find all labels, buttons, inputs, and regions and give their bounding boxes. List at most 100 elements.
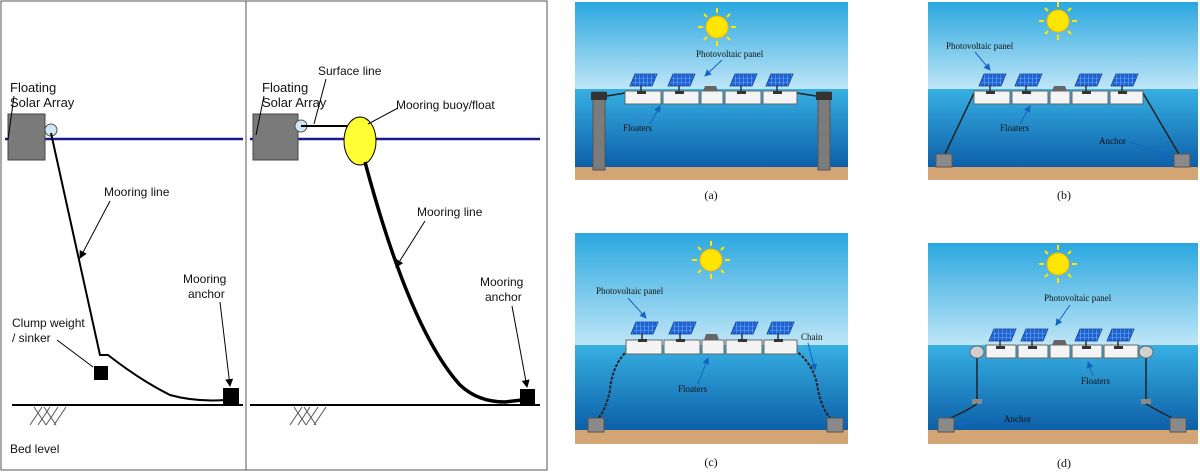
clump-label-b: / sinker bbox=[12, 331, 51, 345]
anchor-block-left-d bbox=[937, 417, 955, 433]
scene-a: Photovoltaic panel Floaters (a) bbox=[575, 2, 848, 202]
tether-left-b bbox=[943, 92, 975, 157]
tether-right-b bbox=[1142, 92, 1181, 157]
pv-panels-b bbox=[978, 73, 1139, 95]
mooring-line-leader-1 bbox=[79, 200, 111, 259]
buoy-label: Mooring buoy/float bbox=[396, 98, 495, 112]
pv-panels-c bbox=[630, 321, 795, 343]
seabed-b bbox=[928, 167, 1198, 180]
anchor-leader-b bbox=[1129, 141, 1171, 158]
array-leader-1 bbox=[7, 95, 15, 141]
seabed-a bbox=[575, 167, 848, 180]
anchor-label-d: Anchor bbox=[1004, 414, 1031, 424]
pv-label-c: Photovoltaic panel bbox=[596, 286, 664, 296]
anchor-label-2a: Mooring bbox=[480, 275, 523, 289]
tether-left-a bbox=[606, 92, 626, 97]
mooring-anchor-2 bbox=[520, 389, 535, 404]
bed-hatching-left bbox=[29, 406, 67, 426]
floaters-leader-b bbox=[1019, 105, 1031, 125]
array-label-2b: Solar Array bbox=[262, 95, 327, 110]
buoy-leader bbox=[367, 107, 399, 125]
pv-panels-a bbox=[629, 73, 794, 95]
mooring-line-label-1: Mooring line bbox=[104, 185, 170, 199]
anchor-block-left-c bbox=[587, 417, 605, 433]
mooring-line-label-2: Mooring line bbox=[417, 205, 483, 219]
sinker-left-d bbox=[972, 399, 982, 404]
seabed-c bbox=[575, 430, 848, 444]
mooring-line-1 bbox=[50, 132, 226, 402]
chain-leader-c bbox=[807, 342, 817, 371]
pv-leader-a bbox=[704, 59, 723, 77]
schematic-diagram: Floating Solar Array Mooring line Clump … bbox=[0, 0, 548, 471]
solar-array-block-1 bbox=[7, 113, 46, 161]
inverter-box bbox=[703, 86, 718, 91]
anchor-block-right-d bbox=[1169, 417, 1187, 433]
floaters-label-c: Floaters bbox=[678, 384, 707, 394]
chain-left-c bbox=[596, 349, 629, 421]
pile-right-a bbox=[817, 91, 831, 171]
surface-line-leader bbox=[313, 78, 327, 125]
caption-a: (a) bbox=[704, 188, 717, 202]
floaters-d bbox=[985, 344, 1139, 359]
tether-right-a bbox=[796, 92, 817, 97]
mooring-anchor-1 bbox=[223, 388, 239, 404]
clump-label-a: Clump weight bbox=[12, 316, 85, 330]
anchor-label-2b: anchor bbox=[485, 290, 522, 304]
inverter-box bbox=[704, 334, 719, 340]
surface-line-label: Surface line bbox=[318, 64, 382, 78]
clump-leader bbox=[56, 339, 94, 368]
pv-label-a: Photovoltaic panel bbox=[696, 49, 764, 59]
pv-label-b: Photovoltaic panel bbox=[946, 41, 1014, 51]
pv-leader-c bbox=[627, 297, 647, 319]
seabed-d bbox=[928, 430, 1198, 444]
buoy-right-d bbox=[1138, 345, 1154, 359]
anchor-label-1b: anchor bbox=[188, 287, 225, 301]
chain-label-c: Chain bbox=[801, 332, 823, 342]
anchor-leader-1 bbox=[219, 301, 234, 387]
array-label-1b: Solar Array bbox=[10, 95, 75, 110]
anchor-label-1a: Mooring bbox=[183, 272, 226, 286]
sea-d bbox=[928, 345, 1198, 430]
floaters-label-b: Floaters bbox=[1000, 123, 1029, 133]
anchor-block-right-c bbox=[826, 417, 844, 433]
pv-leader-b bbox=[974, 51, 991, 71]
inverter-box bbox=[1052, 86, 1067, 91]
caption-b: (b) bbox=[1057, 188, 1071, 202]
array-label-2a: Floating bbox=[262, 80, 308, 95]
anchor-leader-2 bbox=[511, 305, 530, 388]
mooring-line-2 bbox=[363, 161, 523, 404]
pile-cap-right-a bbox=[816, 92, 832, 100]
anchor-leader-d bbox=[957, 419, 1003, 427]
chain-right-c bbox=[794, 349, 833, 421]
pv-leader-d bbox=[1055, 304, 1071, 326]
sea-c bbox=[575, 345, 848, 430]
buoy-left-d bbox=[969, 345, 985, 359]
floaters-label-d: Floaters bbox=[1081, 376, 1110, 386]
caption-d: (d) bbox=[1057, 456, 1071, 470]
anchor-block-left-b bbox=[935, 153, 953, 168]
floaters-c bbox=[625, 339, 798, 355]
pile-cap-left-a bbox=[591, 92, 607, 100]
floaters-leader-c bbox=[697, 357, 710, 385]
floaters-leader-d bbox=[1086, 361, 1094, 377]
inverter-box bbox=[1052, 340, 1067, 345]
solar-array-block-2 bbox=[252, 113, 299, 161]
array-label-1a: Floating bbox=[10, 80, 56, 95]
mooring-line-leader-2 bbox=[395, 220, 426, 268]
anchor-block-right-b bbox=[1173, 153, 1191, 168]
array-leader-2 bbox=[255, 95, 265, 136]
pile-left-a bbox=[592, 91, 606, 171]
sinker-right-d bbox=[1141, 399, 1151, 404]
anchor-label-b: Anchor bbox=[1099, 136, 1126, 146]
schematic-frame bbox=[0, 0, 548, 471]
pv-label-d: Photovoltaic panel bbox=[1044, 293, 1112, 303]
floaters-a bbox=[624, 90, 798, 105]
floaters-label-a: Floaters bbox=[623, 123, 652, 133]
scene-c: Photovoltaic panel Floaters Chain (c) bbox=[575, 233, 848, 469]
floaters-b bbox=[973, 90, 1144, 105]
bed-level-label: Bed level bbox=[10, 442, 59, 456]
scene-d: Photovoltaic panel Floaters Anchor (d) bbox=[928, 243, 1198, 470]
pv-panels-d bbox=[988, 328, 1135, 350]
sky-a bbox=[575, 2, 848, 89]
